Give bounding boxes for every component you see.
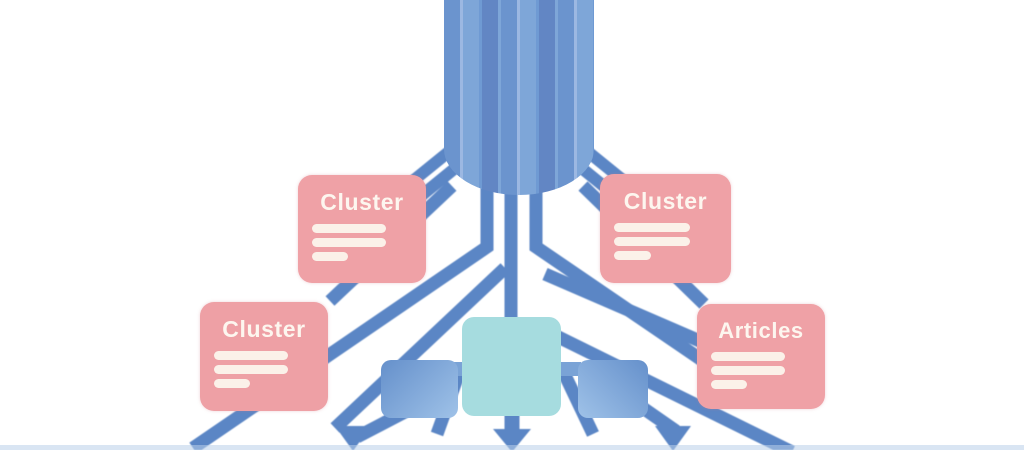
text-placeholder-line (214, 365, 288, 374)
down-arrow-icon (493, 429, 531, 450)
down-arrow-icon (655, 426, 691, 450)
hub-right-connector (557, 362, 581, 376)
text-placeholder-line (711, 366, 785, 375)
card-cluster-bottom-left: Cluster (200, 302, 328, 411)
card-cluster-top-right: Cluster (600, 174, 731, 283)
card-title: Articles (718, 318, 804, 343)
text-placeholder-line (711, 352, 785, 361)
text-placeholder-block (214, 351, 314, 388)
side-box-right (578, 360, 648, 418)
text-placeholder-line (614, 237, 691, 246)
connector-line (542, 268, 719, 354)
card-title: Cluster (623, 188, 708, 214)
text-placeholder-line (312, 224, 386, 233)
striped-column (444, 0, 594, 195)
text-placeholder-line (312, 252, 348, 261)
card-cluster-top-left: Cluster (298, 175, 426, 283)
card-title: Cluster (222, 316, 306, 342)
text-placeholder-block (312, 224, 412, 261)
text-placeholder-line (711, 380, 747, 389)
bottom-edge-haze (0, 445, 1024, 450)
text-placeholder-block (614, 223, 717, 260)
connector-line (537, 322, 795, 450)
card-articles-bottom-right: Articles (697, 304, 825, 409)
text-placeholder-block (711, 352, 811, 389)
text-placeholder-line (214, 351, 288, 360)
hub-output-box (462, 317, 561, 416)
down-arrow-icon (335, 426, 371, 450)
text-placeholder-line (614, 223, 691, 232)
side-box-left (381, 360, 458, 418)
text-placeholder-line (614, 251, 652, 260)
text-placeholder-line (312, 238, 386, 247)
card-title: Cluster (320, 189, 404, 215)
connector-line (330, 263, 510, 433)
text-placeholder-line (214, 379, 250, 388)
